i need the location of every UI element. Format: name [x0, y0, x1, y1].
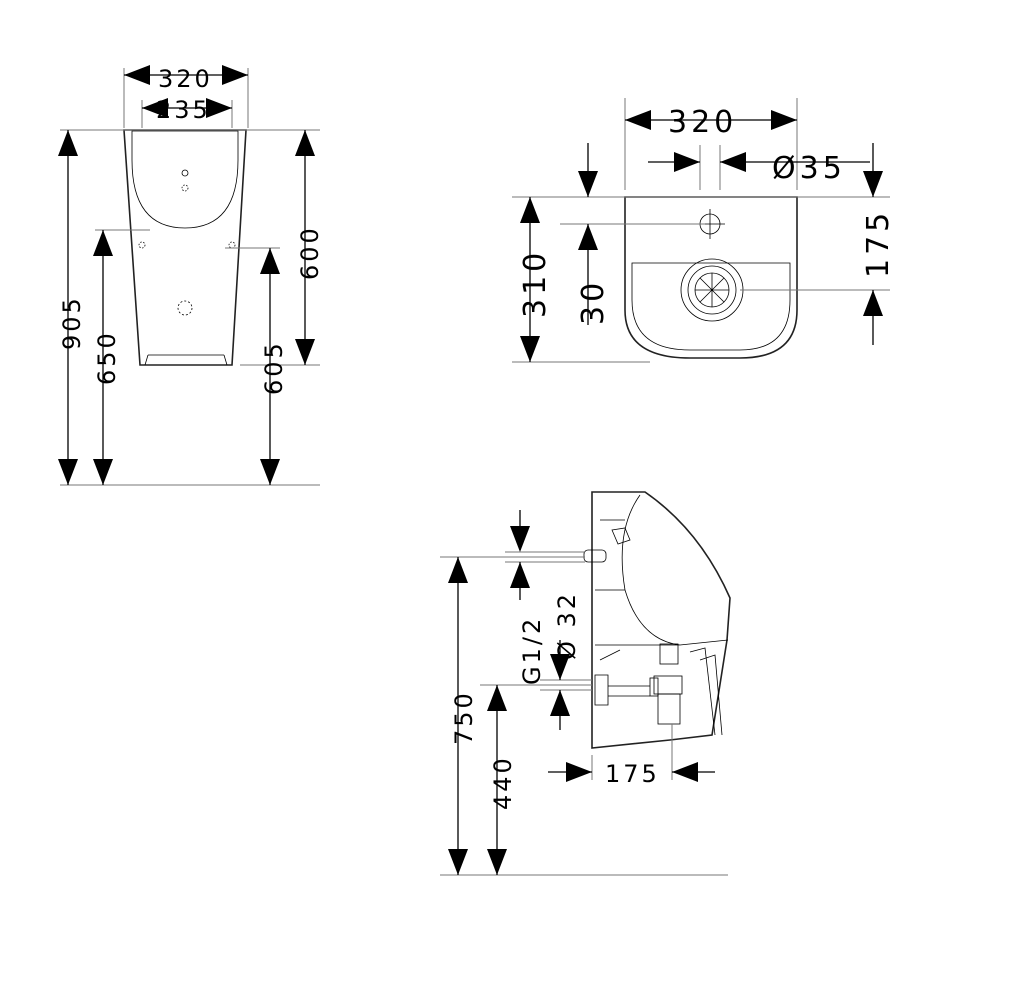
dim-front-650: 650 [93, 330, 121, 385]
dim-front-320: 320 [158, 65, 213, 93]
arrowhead [520, 336, 540, 362]
arrowhead [863, 171, 883, 197]
arrowhead [510, 562, 530, 588]
arrowhead [578, 171, 598, 197]
dim-top-diameter-35: Ø35 [772, 151, 846, 186]
arrowhead [58, 459, 78, 485]
side-body-outline [591, 491, 731, 749]
top-view: 320 Ø35 310 30 175 [512, 98, 896, 363]
arrowhead [625, 110, 651, 130]
dim-top-310: 310 [518, 249, 553, 318]
dim-side-440: 440 [489, 755, 517, 810]
arrowhead [260, 459, 280, 485]
dim-side-175: 175 [605, 760, 660, 788]
arrowhead [863, 290, 883, 316]
front-basin [131, 130, 239, 229]
arrowhead [510, 526, 530, 552]
dim-side-750: 750 [450, 690, 478, 745]
dim-top-30: 30 [576, 279, 611, 325]
arrowhead [771, 110, 797, 130]
front-view: 320 235 905 650 605 600 [58, 65, 324, 486]
arrowhead [295, 130, 315, 156]
arrowhead [672, 762, 698, 782]
dim-side-diameter-32: Ø 32 [553, 591, 581, 660]
dimension-arrows [58, 65, 883, 875]
arrowhead [295, 339, 315, 365]
arrowhead [520, 197, 540, 223]
dim-side-g12: G1/2 [518, 616, 546, 685]
arrowhead [487, 849, 507, 875]
arrowhead [222, 65, 248, 85]
arrowhead [93, 230, 113, 256]
arrowhead [93, 459, 113, 485]
dim-top-320: 320 [668, 105, 737, 140]
arrowhead [448, 557, 468, 583]
dim-front-600: 600 [296, 225, 324, 280]
dim-front-905: 905 [58, 295, 86, 350]
arrowhead [566, 762, 592, 782]
side-view: G1/2 Ø 32 tr 750 440 175 [440, 491, 731, 876]
arrowhead [260, 248, 280, 274]
arrowhead [58, 130, 78, 156]
arrowhead [674, 152, 700, 172]
arrowhead [550, 654, 570, 680]
arrowhead [720, 152, 746, 172]
arrowhead [550, 690, 570, 716]
arrowhead [448, 849, 468, 875]
arrowhead [142, 98, 168, 118]
dim-top-175: 175 [861, 209, 896, 278]
top-body-outline [624, 196, 798, 359]
arrowhead [578, 224, 598, 250]
dim-front-605: 605 [260, 340, 288, 395]
siphon-icon [649, 643, 683, 725]
arrowhead [487, 685, 507, 711]
arrowhead [206, 98, 232, 118]
arrowhead [124, 65, 150, 85]
